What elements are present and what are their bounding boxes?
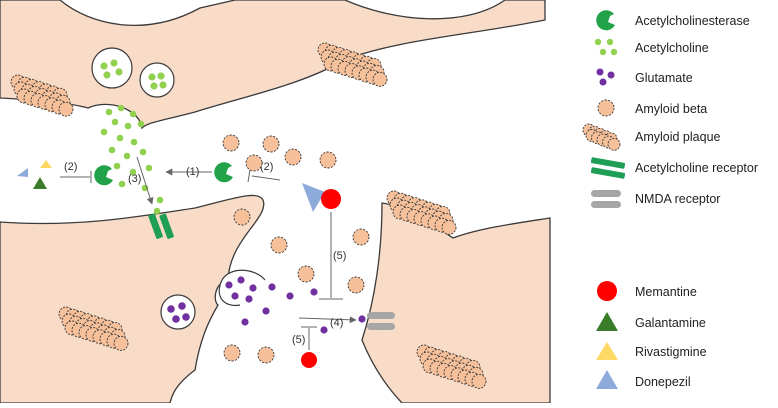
amyloid-plaque-fiber [58, 101, 74, 117]
legend-item-galantamine: Galantamine [596, 312, 706, 331]
legend-label-amyloid-plaque: Amyloid plaque [635, 130, 721, 144]
amyloid-plaque-top-left [10, 74, 74, 117]
galantamine-legend-icon [596, 312, 618, 331]
vesicle-glutamate [160, 294, 196, 330]
glutamate-icon [596, 68, 615, 86]
nmda-receptor [367, 312, 395, 330]
drug-cluster-left [17, 160, 52, 189]
legend: Acetylcholinesterase Acetylcholine Gluta… [582, 10, 758, 389]
released-acetylcholine [100, 104, 164, 215]
legend-label-acetylcholine: Acetylcholine [635, 41, 709, 55]
vesicle-acetylcholine-2 [139, 62, 175, 98]
released-glutamate [225, 276, 366, 334]
legend-label-galantamine: Galantamine [635, 316, 706, 330]
memantine-legend-icon [597, 281, 617, 301]
amyloid-plaque-fiber [471, 373, 487, 389]
acetylcholine-receptor [148, 213, 174, 239]
legend-label-nmda-receptor: NMDA receptor [635, 192, 720, 206]
presynaptic-neuron-top [0, 0, 546, 130]
step-label-1: (1) [186, 166, 199, 178]
vesicle-glutamate-fusing [218, 269, 266, 307]
amyloid-plaque-fiber [372, 71, 388, 87]
acetylcholinesterase-icon [596, 10, 615, 31]
galantamine-icon [33, 177, 47, 189]
amyloid-plaque-top-right [317, 42, 388, 87]
nmda-receptor-icon [591, 190, 621, 208]
legend-label-donepezil: Donepezil [635, 375, 691, 389]
acetylcholinesterase-shape [94, 165, 113, 186]
legend-label-rivastigmine: Rivastigmine [635, 345, 707, 359]
vesicle-acetylcholine-1 [91, 47, 133, 89]
amyloid-plaque-middle-right [386, 190, 457, 235]
pathway-lines [60, 156, 357, 350]
legend-item-donepezil: Donepezil [596, 370, 691, 389]
donepezil-icon [302, 183, 325, 212]
legend-label-glutamate: Glutamate [635, 71, 693, 85]
legend-item-amyloid-beta: Amyloid beta [597, 99, 707, 117]
rivastigmine-icon [40, 160, 52, 168]
amyloid-beta-icon [597, 99, 615, 117]
acetylcholinesterase-shape [596, 10, 615, 31]
amyloid-plaque-fiber [113, 335, 129, 351]
legend-item-glutamate: Glutamate [596, 68, 693, 86]
legend-label-amyloid-beta: Amyloid beta [635, 102, 707, 116]
donepezil-icon [17, 168, 28, 177]
legend-item-memantine: Memantine [597, 281, 697, 301]
rivastigmine-legend-icon [596, 342, 618, 360]
legend-item-acetylcholine: Acetylcholine [594, 38, 709, 56]
donepezil-legend-icon [596, 370, 618, 389]
step-label-4: (4) [330, 317, 343, 329]
legend-label-memantine: Memantine [635, 285, 697, 299]
amyloid-plaque-fiber [441, 219, 457, 235]
step-label-2-left: (2) [64, 161, 77, 173]
legend-item-acetylcholine-receptor: Acetylcholine receptor [590, 157, 758, 179]
step-label-3: (3) [128, 173, 141, 185]
legend-label-acetylcholine-receptor: Acetylcholine receptor [635, 161, 758, 175]
legend-item-nmda-receptor: NMDA receptor [591, 190, 720, 208]
amyloid-plaque-bottom-right [416, 344, 487, 389]
amyloid-plaque-bottom-left [58, 306, 129, 351]
legend-item-amyloid-plaque: Amyloid plaque [582, 123, 721, 151]
memantine-icon [321, 189, 341, 209]
amyloid-plaque-fiber [607, 137, 621, 151]
step-label-2-right: (2) [260, 161, 273, 173]
acetylcholine-icon [594, 38, 618, 56]
amyloid-beta-particles [222, 134, 370, 364]
amyloid-plaque-icon [582, 123, 621, 151]
legend-label-acetylcholinesterase: Acetylcholinesterase [635, 14, 750, 28]
memantine-icon [301, 352, 317, 368]
acetylcholine-receptor-icon [590, 157, 626, 179]
legend-item-rivastigmine: Rivastigmine [596, 342, 707, 360]
step-label-5-upper: (5) [333, 250, 346, 262]
acetylcholinesterase-right [214, 162, 233, 183]
acetylcholinesterase-shape [214, 162, 233, 183]
acetylcholinesterase-left [94, 165, 113, 186]
step-label-5-lower: (5) [292, 334, 305, 346]
legend-item-acetylcholinesterase: Acetylcholinesterase [596, 10, 750, 31]
